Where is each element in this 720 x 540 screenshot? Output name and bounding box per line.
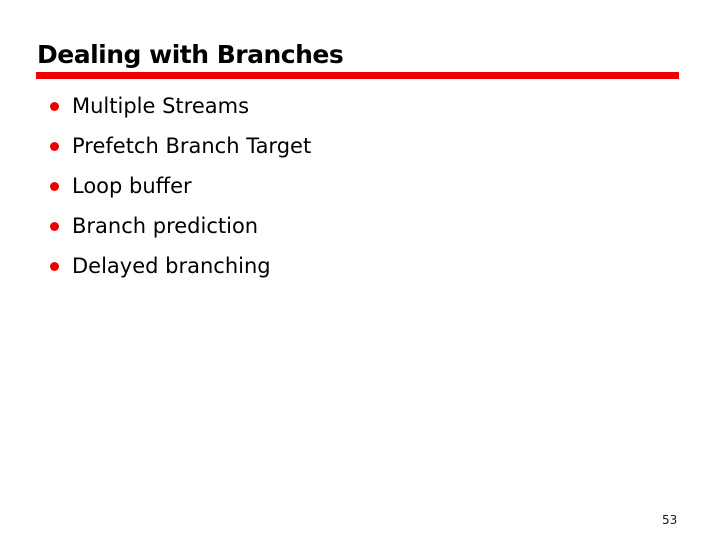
bullet-text: Delayed branching	[72, 254, 271, 278]
list-item: Loop buffer	[50, 166, 311, 206]
list-item: Prefetch Branch Target	[50, 126, 311, 166]
list-item: Branch prediction	[50, 206, 311, 246]
bullet-icon	[50, 221, 59, 231]
title-underline-rule	[36, 72, 679, 79]
slide-title: Dealing with Branches	[37, 40, 344, 69]
bullet-icon	[50, 261, 59, 271]
list-item: Delayed branching	[50, 246, 311, 286]
bullet-icon	[50, 181, 59, 191]
bullet-text: Multiple Streams	[72, 94, 250, 118]
bullet-text: Loop buffer	[72, 174, 192, 198]
bullet-icon	[50, 141, 59, 151]
list-item: Multiple Streams	[50, 86, 311, 126]
bullet-text: Prefetch Branch Target	[72, 134, 312, 158]
bullet-text: Branch prediction	[72, 214, 259, 238]
page-number: 53	[662, 513, 678, 527]
bullet-list: Multiple Streams Prefetch Branch Target …	[50, 86, 311, 286]
bullet-icon	[50, 101, 59, 111]
